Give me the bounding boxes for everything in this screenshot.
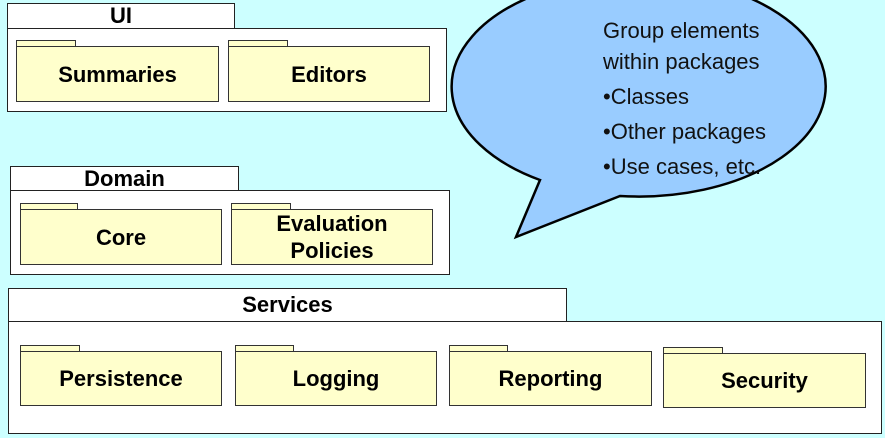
sub-package-label: Reporting [498, 366, 603, 391]
sub-package-reporting: Reporting [449, 351, 652, 406]
callout-text: Group elements within packages •Classes … [603, 15, 766, 182]
callout-bullet: •Other packages [603, 119, 767, 144]
sub-package-label: Editors [291, 61, 367, 87]
package-title-ui: UI [110, 3, 132, 28]
sub-package-label: Summaries [58, 61, 177, 87]
sub-package-label: Security [721, 368, 808, 393]
sub-package-evaluation-policies: Evaluation Policies [231, 209, 433, 265]
sub-package-persistence: Persistence [20, 351, 222, 406]
sub-package-summaries: Summaries [16, 46, 219, 102]
sub-package-label: Evaluation Policies [276, 211, 388, 263]
package-tab-domain: Domain [10, 166, 239, 191]
sub-package-editors: Editors [228, 46, 430, 102]
sub-package-label: Logging [292, 366, 380, 391]
package-title-services: Services [242, 292, 333, 317]
sub-package-core: Core [20, 209, 222, 265]
sub-package-security: Security [663, 353, 866, 408]
sub-package-label: Core [95, 224, 147, 250]
package-title-domain: Domain [84, 165, 165, 191]
package-tab-ui: UI [7, 3, 235, 29]
sub-package-label: Persistence [59, 366, 183, 391]
sub-package-logging: Logging [235, 351, 437, 406]
callout-bullet: •Use cases, etc. [603, 154, 762, 179]
callout-heading-line2: within packages [603, 49, 760, 74]
callout-bullet: •Classes [603, 84, 689, 109]
callout-heading-line1: Group elements [603, 18, 760, 43]
